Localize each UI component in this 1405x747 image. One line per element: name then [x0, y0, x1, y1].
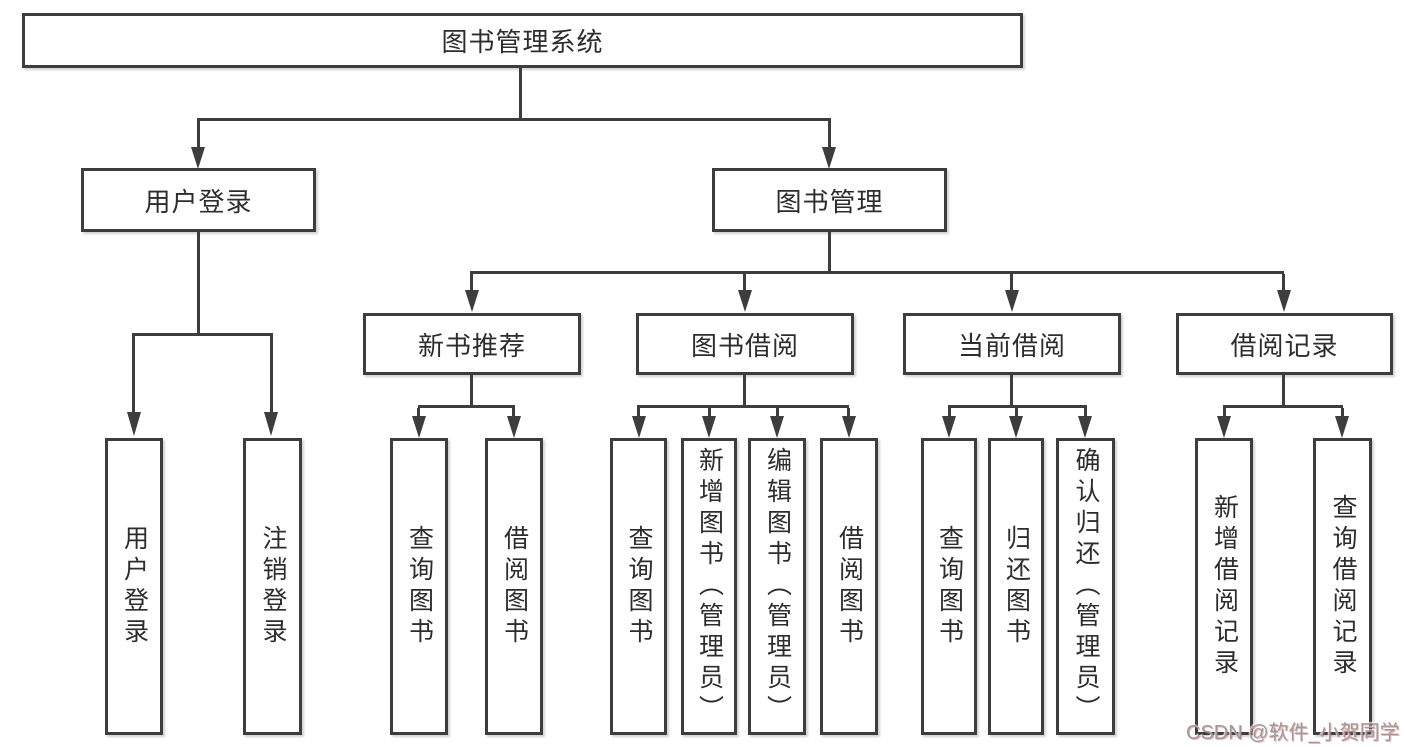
- line: [417, 408, 420, 416]
- line: [743, 375, 746, 408]
- leaf-label: 确认归还（管理员）: [1072, 447, 1100, 726]
- leaf-query-borrow-record: 查询借阅记录: [1313, 438, 1372, 735]
- line: [637, 408, 640, 416]
- line: [776, 408, 779, 416]
- leaf-label: 注销登录: [259, 524, 287, 649]
- node-current-borrowing: 当前借阅: [903, 313, 1121, 375]
- leaf-add-books-admin: 新增图书（管理员）: [681, 438, 737, 735]
- line: [1015, 408, 1018, 416]
- arrow-down-icon: [1277, 290, 1291, 312]
- line: [418, 405, 515, 408]
- leaf-logout: 注销登录: [243, 438, 302, 735]
- node-label: 图书管理: [775, 186, 884, 217]
- line: [270, 336, 273, 413]
- arrow-down-icon: [507, 416, 521, 438]
- leaf-query-books-borrowing: 查询图书: [610, 438, 667, 735]
- line: [197, 232, 200, 336]
- arrow-down-icon: [770, 416, 784, 438]
- node-borrowing-records: 借阅记录: [1176, 313, 1393, 375]
- arrow-down-icon: [127, 412, 141, 436]
- arrow-down-icon: [942, 416, 956, 438]
- line: [1223, 408, 1226, 416]
- node-label: 图书管理系统: [441, 27, 604, 57]
- node-book-borrowing: 图书借阅: [636, 313, 854, 375]
- leaf-label: 查询图书: [405, 524, 434, 649]
- arrow-down-icon: [822, 147, 836, 169]
- node-label: 当前借阅: [957, 330, 1066, 361]
- arrow-down-icon: [842, 416, 856, 438]
- line: [1341, 408, 1344, 416]
- leaf-label: 新增借阅记录: [1210, 493, 1239, 680]
- leaf-return-books: 归还图书: [988, 438, 1044, 735]
- arrow-down-icon: [1335, 416, 1349, 438]
- arrow-down-icon: [1217, 416, 1231, 438]
- line: [1282, 375, 1285, 408]
- node-book-management: 图书管理: [712, 168, 947, 232]
- leaf-label: 借阅图书: [835, 524, 864, 649]
- line: [948, 408, 951, 416]
- leaf-label: 查询借阅记录: [1329, 493, 1357, 680]
- leaf-add-borrow-record: 新增借阅记录: [1195, 438, 1253, 735]
- line: [470, 274, 473, 290]
- line: [197, 118, 831, 121]
- line: [1010, 274, 1013, 290]
- line: [1084, 408, 1087, 416]
- node-label: 新书推荐: [417, 330, 526, 361]
- leaf-label: 查询图书: [625, 524, 653, 649]
- leaf-label: 新增图书（管理员）: [695, 447, 724, 726]
- leaf-query-books-recommend: 查询图书: [390, 438, 448, 735]
- line: [828, 121, 831, 149]
- leaf-label: 查询图书: [935, 524, 964, 649]
- node-label: 用户登录: [144, 186, 253, 217]
- node-user-login: 用户登录: [81, 168, 316, 232]
- line: [1223, 405, 1343, 408]
- arrow-down-icon: [1078, 416, 1092, 438]
- leaf-query-books-current: 查询图书: [921, 438, 977, 735]
- line: [132, 336, 135, 413]
- line: [132, 333, 273, 336]
- line: [470, 271, 1284, 274]
- node-library-management-system: 图书管理系统: [22, 13, 1023, 68]
- arrow-down-icon: [738, 290, 752, 312]
- arrow-down-icon: [702, 416, 716, 438]
- arrow-down-icon: [264, 412, 278, 436]
- line: [708, 408, 711, 416]
- line: [637, 405, 849, 408]
- node-new-book-recommend: 新书推荐: [363, 313, 581, 375]
- arrow-down-icon: [191, 147, 205, 169]
- arrow-down-icon: [412, 416, 426, 438]
- leaf-label: 借阅图书: [500, 524, 529, 649]
- line: [197, 121, 200, 149]
- arrow-down-icon: [465, 290, 479, 312]
- leaf-label: 归还图书: [1002, 524, 1031, 649]
- node-label: 图书借阅: [690, 330, 799, 361]
- leaf-borrow-books-recommend: 借阅图书: [485, 438, 543, 735]
- arrow-down-icon: [632, 416, 646, 438]
- leaf-borrow-books: 借阅图书: [820, 438, 878, 735]
- line: [743, 274, 746, 290]
- arrow-down-icon: [1005, 290, 1019, 312]
- line: [470, 375, 473, 408]
- line: [512, 408, 515, 416]
- leaf-label: 用户登录: [120, 524, 149, 649]
- leaf-user-login: 用户登录: [105, 438, 163, 735]
- leaf-edit-books-admin: 编辑图书（管理员）: [748, 438, 806, 735]
- watermark: CSDN @软件_小贺同学: [1186, 722, 1400, 744]
- node-label: 借阅记录: [1230, 330, 1339, 361]
- line: [847, 408, 850, 416]
- line: [1282, 274, 1285, 290]
- line: [1010, 375, 1013, 408]
- arrow-down-icon: [1009, 416, 1023, 438]
- line: [948, 405, 1087, 408]
- line: [828, 232, 831, 274]
- leaf-label: 编辑图书（管理员）: [763, 447, 792, 726]
- leaf-confirm-return-admin: 确认归还（管理员）: [1056, 438, 1115, 735]
- line: [519, 68, 522, 121]
